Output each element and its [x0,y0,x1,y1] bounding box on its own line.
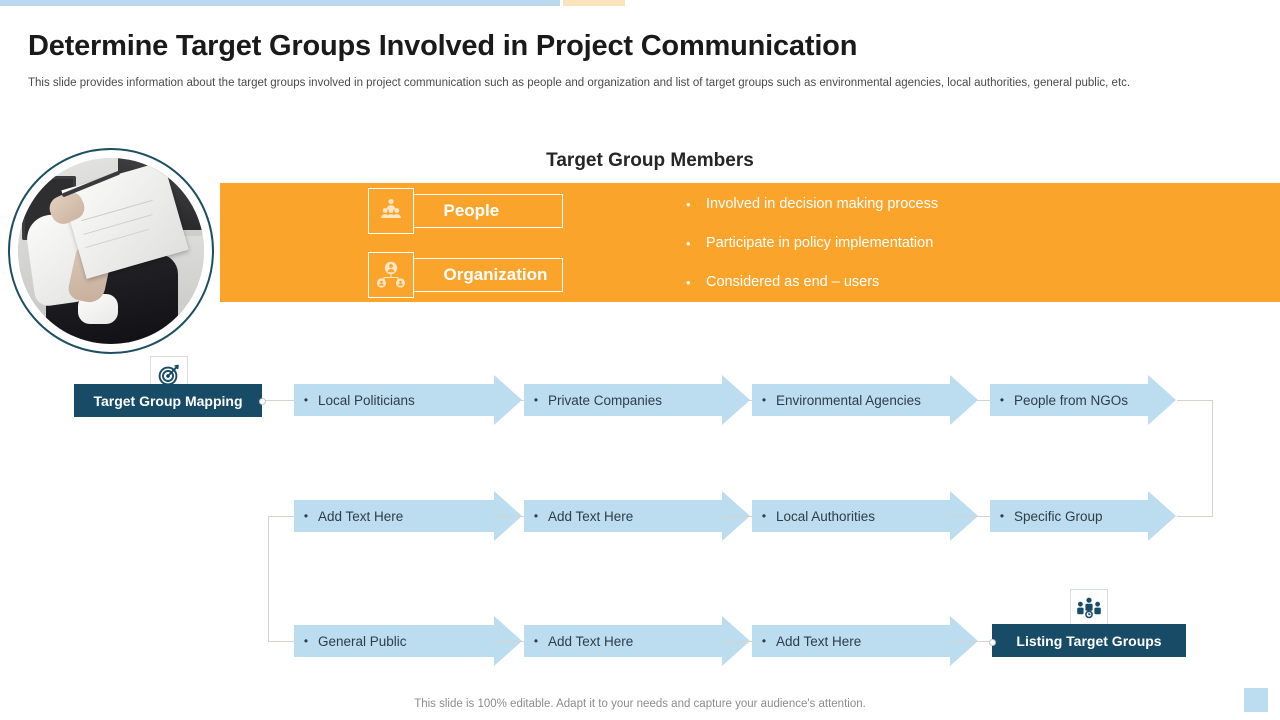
flow-node-label: Add Text Here [548,508,634,524]
corner-accent-square [1244,688,1268,712]
connector [1177,400,1213,401]
top-accent-bar-blue [0,0,560,6]
page-title: Determine Target Groups Involved in Proj… [28,30,858,62]
bullet-dot: • [999,509,1005,523]
chip-organization-label: Organization [412,258,563,292]
bullet-dot: • [533,634,539,648]
flow-node[interactable]: • Local Politicians [294,375,522,425]
flow-node-label: Local Politicians [318,392,415,408]
flow-node-label: Local Authorities [776,508,876,524]
flow-node[interactable]: • Specific Group [990,491,1176,541]
flow-node-label: Environmental Agencies [776,392,921,408]
profile-photo-ring [8,148,214,354]
flow-node-label: Add Text Here [548,633,634,649]
bullet-dot: • [686,236,691,251]
flow-node-label: People from NGOs [1014,392,1129,408]
flow-node-label: Add Text Here [318,508,404,524]
flow-node[interactable]: • Add Text Here [752,616,978,666]
profile-photo [18,158,204,344]
flow-node-label: Private Companies [548,392,663,408]
connector [1177,516,1213,517]
organization-chart-icon [368,252,414,298]
flow-node[interactable]: • People from NGOs [990,375,1176,425]
bullet-text: Participate in policy implementation [706,235,934,251]
chip-people-label: People [412,194,563,228]
connector [950,641,992,642]
bullet-dot: • [999,393,1005,407]
chip-organization[interactable]: Organization [368,252,563,298]
flow-node-label: Specific Group [1014,508,1103,524]
list-item: • Considered as end – users [686,273,1246,292]
connector-dot [259,398,266,405]
connector [494,641,524,642]
flow-node-label: General Public [318,633,407,649]
connector-dot [989,639,996,646]
people-pyramid-icon [368,188,414,234]
flow-start-box[interactable]: Target Group Mapping [74,384,262,417]
flow-end-box[interactable]: Listing Target Groups [992,624,1186,657]
connector [268,516,294,517]
bullet-dot: • [533,509,539,523]
flow-node[interactable]: • Add Text Here [294,491,522,541]
flow-node[interactable]: • Private Companies [524,375,750,425]
bullet-dot: • [761,634,767,648]
connector [268,516,269,641]
target-group-members-heading: Target Group Members [546,150,754,171]
group-people-icon [1077,597,1101,619]
bullet-dot: • [533,393,539,407]
connector [950,516,990,517]
target-group-flow-diagram: Target Group Mapping Listing Target Grou… [0,340,1280,680]
bullet-dot: • [686,197,691,212]
connector [722,516,752,517]
connector [268,641,294,642]
list-item: • Participate in policy implementation [686,234,1246,253]
connector [494,516,524,517]
page-subtitle: This slide provides information about th… [28,77,1131,89]
bullet-text: Involved in decision making process [706,196,939,212]
flow-node[interactable]: • Add Text Here [524,616,750,666]
bullet-dot: • [761,393,767,407]
bullet-dot: • [303,634,309,648]
connector [262,400,294,401]
connector [1212,400,1213,516]
top-accent-bar-orange [563,0,625,6]
flow-node[interactable]: • Add Text Here [524,491,750,541]
flow-node-label: Add Text Here [776,633,862,649]
bullet-dot: • [303,393,309,407]
connector [722,641,752,642]
bullet-dot: • [686,275,691,290]
flow-node[interactable]: • General Public [294,616,522,666]
bullet-dot: • [761,509,767,523]
chip-people[interactable]: People [368,188,563,234]
bullet-text: Considered as end – users [706,274,880,290]
flow-node[interactable]: • Local Authorities [752,491,978,541]
list-item: • Involved in decision making process [686,195,1246,214]
footer-note: This slide is 100% editable. Adapt it to… [414,698,866,710]
bullet-dot: • [303,509,309,523]
flow-node[interactable]: • Environmental Agencies [752,375,978,425]
members-bullet-list: • Involved in decision making process • … [686,195,1246,312]
